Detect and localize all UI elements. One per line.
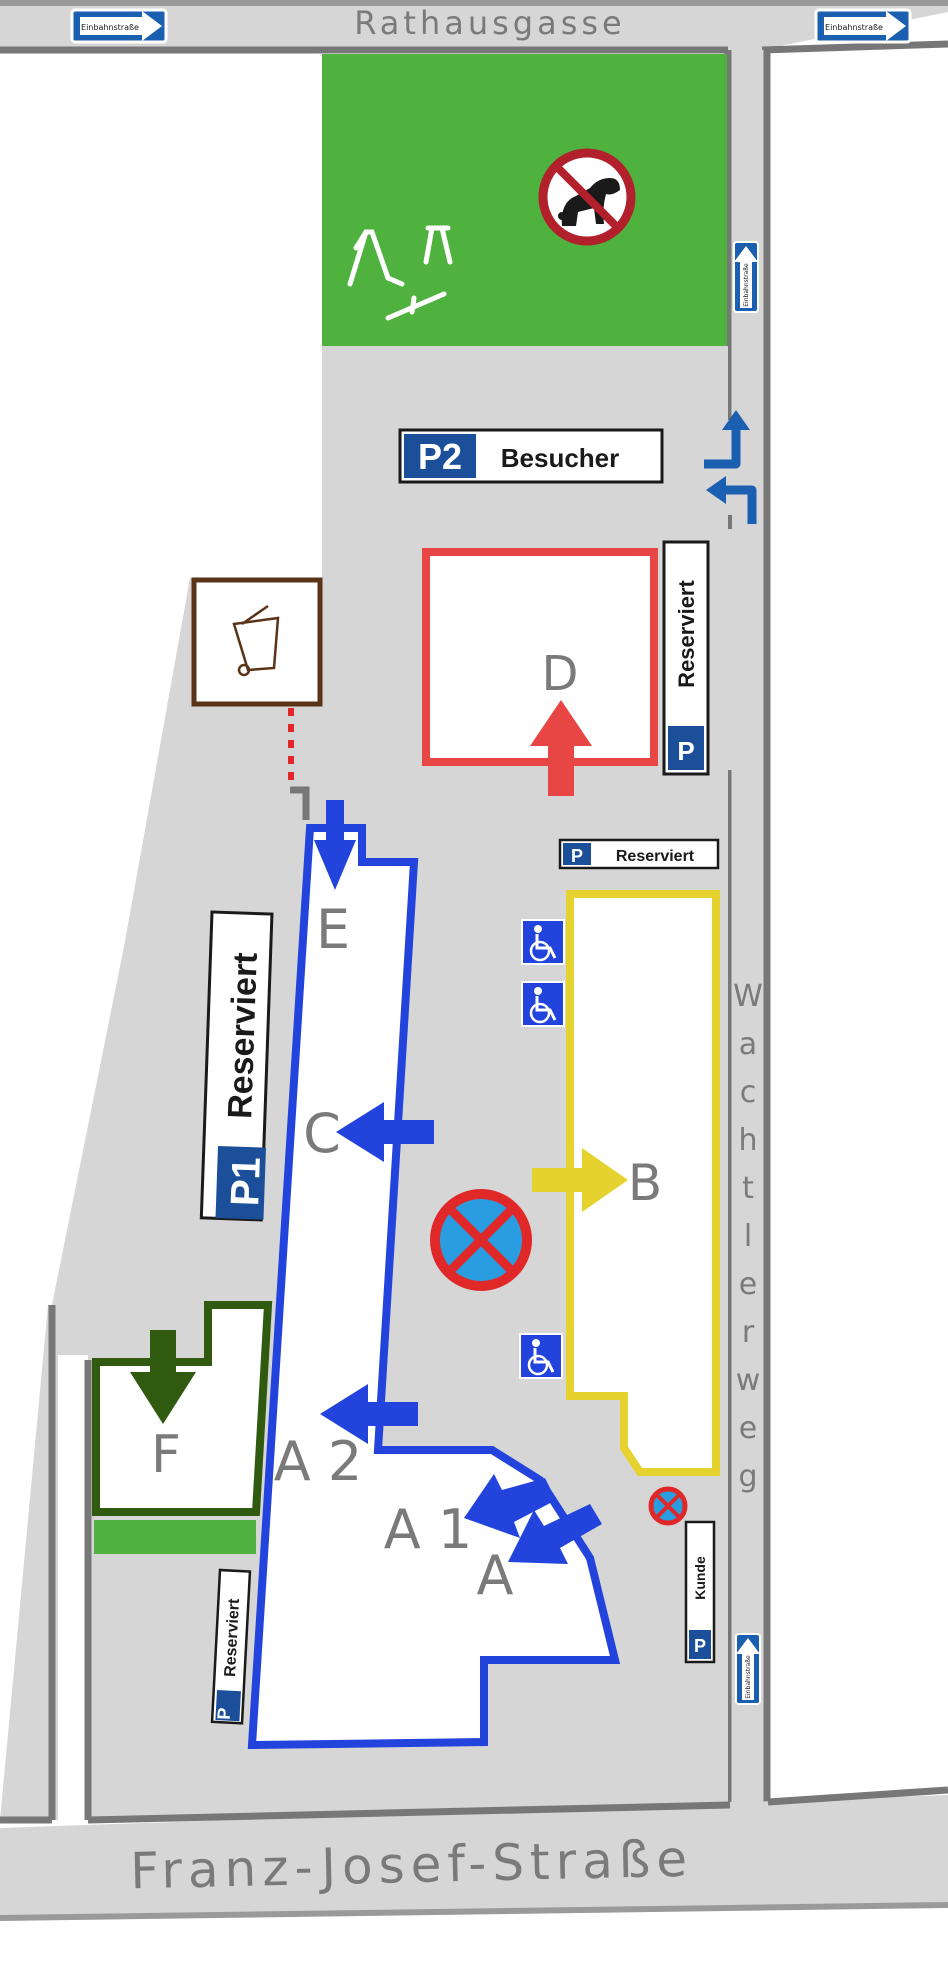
p2-label: Besucher bbox=[501, 443, 620, 473]
svg-text:r: r bbox=[742, 1315, 755, 1350]
svg-text:e: e bbox=[739, 1267, 757, 1302]
road-franz-josef bbox=[0, 1795, 948, 1920]
oneway-sign-top-right: Einbahnstraße bbox=[814, 8, 912, 44]
oneway-label: Einbahnstraße bbox=[743, 263, 750, 307]
playground-icon bbox=[347, 225, 453, 321]
label-d: D bbox=[542, 646, 579, 702]
svg-text:g: g bbox=[738, 1459, 757, 1494]
wheelchair-icon bbox=[521, 981, 565, 1027]
label-e: E bbox=[316, 898, 350, 961]
arrow-a bbox=[508, 1504, 602, 1564]
grass-strip bbox=[94, 1520, 256, 1554]
svg-text:h: h bbox=[738, 1123, 757, 1158]
customer-sign: P Kunde bbox=[684, 1520, 716, 1664]
reserved-b-code: P bbox=[571, 846, 583, 866]
trash-enclosure bbox=[191, 577, 323, 786]
reserved-b-label: Reserviert bbox=[616, 848, 695, 865]
arrow-e bbox=[314, 800, 356, 890]
p1-label: Reserviert bbox=[221, 952, 265, 1120]
svg-text:a: a bbox=[739, 1027, 757, 1062]
arrow-c bbox=[336, 1102, 434, 1162]
label-f: F bbox=[151, 1425, 181, 1485]
svg-text:t: t bbox=[742, 1171, 754, 1206]
reserved-small-label: Reserviert bbox=[222, 1598, 243, 1678]
reserved-sign-d: P Reserviert bbox=[662, 540, 710, 776]
label-b: B bbox=[628, 1154, 662, 1212]
trash-bin-icon bbox=[232, 604, 280, 677]
label-c: C bbox=[303, 1102, 341, 1165]
turn-arrows-icon bbox=[704, 410, 757, 524]
svg-text:W: W bbox=[733, 979, 763, 1014]
oneway-label: Einbahnstraße bbox=[81, 23, 139, 32]
road-rathausgasse bbox=[0, 0, 948, 50]
reserved-d-code: P bbox=[677, 736, 694, 766]
oneway-label: Einbahnstraße bbox=[745, 1655, 752, 1699]
playground-grass bbox=[322, 54, 727, 346]
no-dogs-icon bbox=[538, 148, 636, 246]
label-a1: A 1 bbox=[384, 1498, 472, 1561]
reserved-d-label: Reserviert bbox=[674, 580, 699, 688]
arrow-f bbox=[130, 1330, 196, 1424]
arrow-a2 bbox=[320, 1384, 418, 1444]
p1-reserved-sign: P1 Reserviert bbox=[199, 910, 274, 1222]
customer-label: Kunde bbox=[692, 1556, 708, 1600]
building-b bbox=[566, 890, 720, 1476]
street-wachtlerweg: W a c h t l e r w e g bbox=[733, 979, 763, 1494]
svg-text:w: w bbox=[736, 1363, 761, 1398]
road-wachtlerweg bbox=[728, 50, 768, 1810]
wheelchair-icon bbox=[519, 1333, 563, 1379]
oneway-sign-right-lower: Einbahnstraße bbox=[735, 1633, 761, 1705]
oneway-label: Einbahnstraße bbox=[825, 23, 883, 32]
oneway-sign-right-upper: Einbahnstraße bbox=[733, 241, 759, 313]
p2-visitor-sign: P2 Besucher bbox=[398, 428, 664, 484]
p2-code: P2 bbox=[418, 436, 462, 477]
reserved-sign-b: P Reserviert bbox=[558, 838, 720, 870]
wheelchair-icon bbox=[521, 919, 565, 965]
svg-text:l: l bbox=[744, 1219, 752, 1254]
arrow-d bbox=[530, 700, 592, 796]
arrow-a1 bbox=[464, 1474, 556, 1538]
street-rathausgasse: Rathausgasse bbox=[354, 4, 625, 42]
svg-text:e: e bbox=[739, 1411, 757, 1446]
svg-text:c: c bbox=[740, 1075, 757, 1110]
label-a2: A 2 bbox=[274, 1430, 362, 1493]
customer-code: P bbox=[694, 1636, 706, 1656]
p1-code: P1 bbox=[223, 1156, 269, 1206]
oneway-sign-top-left: Einbahnstraße bbox=[70, 8, 168, 44]
reserved-small-code: P bbox=[214, 1707, 235, 1720]
no-stopping-icon bbox=[648, 1486, 688, 1526]
building-d bbox=[422, 548, 658, 766]
label-a: A bbox=[477, 1544, 514, 1607]
arrow-b bbox=[532, 1148, 628, 1212]
no-stopping-icon bbox=[430, 1189, 532, 1291]
reserved-sign-small: P Reserviert bbox=[210, 1568, 252, 1725]
street-franz-josef: Franz-Josef-Straße bbox=[130, 1830, 694, 1901]
